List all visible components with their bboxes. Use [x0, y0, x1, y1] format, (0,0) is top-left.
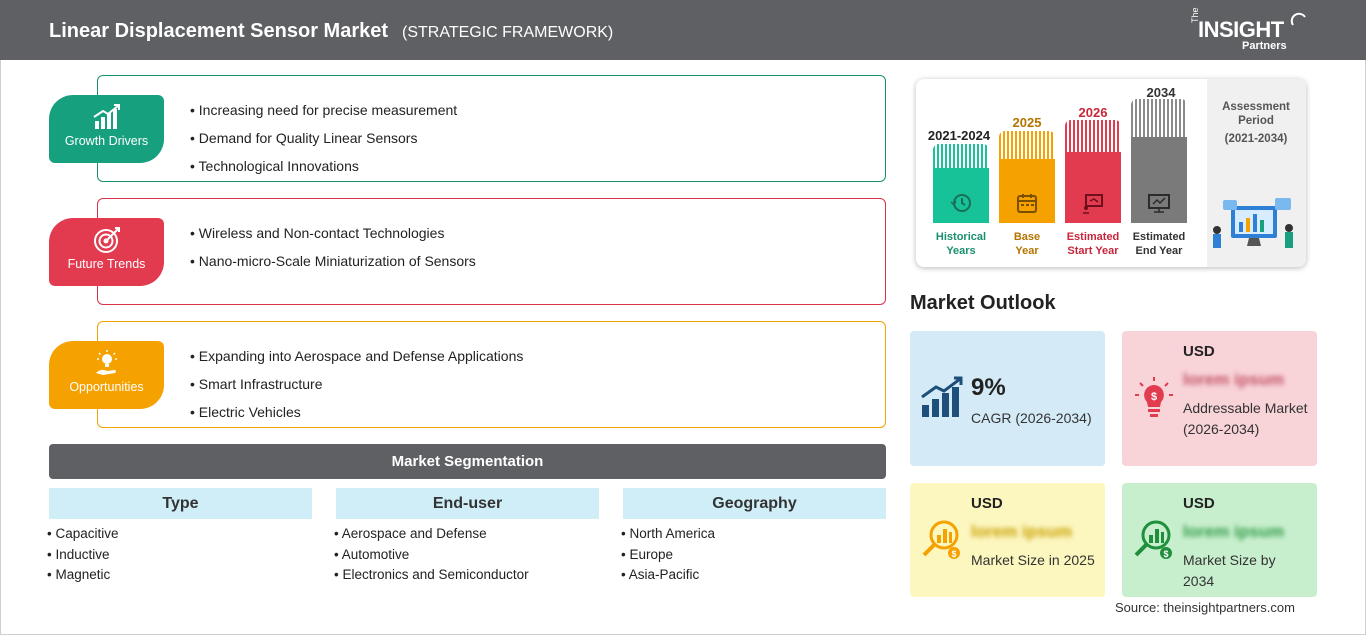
list-item: Increasing need for precise measurement [190, 96, 457, 124]
label-line: Start Year [1067, 245, 1119, 257]
market-segmentation-bar: Market Segmentation [49, 444, 886, 479]
page-subtitle: (STRATEGIC FRAMEWORK) [402, 24, 614, 41]
assessment-period: Assessment Period (2021-2034) [1210, 100, 1302, 146]
segment-head-type: Type [49, 488, 312, 519]
bar-base [999, 131, 1055, 223]
segment-head-geography: Geography [623, 488, 886, 519]
logo-arc-icon [1290, 12, 1306, 26]
list-item: Demand for Quality Linear Sensors [190, 124, 457, 152]
opportunities-label: Opportunities [69, 380, 144, 394]
size2025-value: lorem ipsum [971, 522, 1073, 541]
growth-bars-icon [921, 376, 963, 417]
market-size-2034-card: USD lorem ipsum $ Market Size by 2034 [1122, 483, 1317, 597]
addressable-usd: USD [1183, 343, 1215, 360]
segment-list-type: Capacitive Inductive Magnetic [47, 524, 119, 586]
opportunities-box: Expanding into Aerospace and Defense App… [97, 321, 886, 428]
growth-chart-icon [93, 104, 120, 129]
page-title: Linear Displacement Sensor Market [49, 20, 389, 42]
market-size-2025-card: USD lorem ipsum $ Market Size in 2025 [910, 483, 1105, 597]
list-item: Smart Infrastructure [190, 370, 523, 398]
growth-drivers-label: Growth Drivers [64, 134, 149, 148]
monitor-chart-icon [1148, 194, 1170, 213]
list-item: North America [621, 524, 715, 545]
opportunities-list: Expanding into Aerospace and Defense App… [190, 342, 524, 426]
list-item: Expanding into Aerospace and Defense App… [190, 342, 524, 370]
future-trends-box: Wireless and Non-contact Technologies Na… [97, 198, 886, 305]
market-outlook-title: Market Outlook [910, 292, 1056, 314]
magnifier-chart-icon: $ [922, 520, 960, 559]
future-trends-badge: Future Trends [49, 218, 164, 286]
list-item: Europe [621, 545, 715, 566]
segment-head-end-user: End-user [336, 488, 599, 519]
growth-drivers-box: Increasing need for precise measurement … [97, 75, 886, 182]
lightbulb-hand-icon [96, 350, 117, 375]
segment-list-geography: North America Europe Asia-Pacific [621, 524, 715, 586]
size2025-label: Market Size in 2025 [971, 552, 1095, 568]
list-item: Nano-micro-Scale Miniaturization of Sens… [190, 247, 476, 275]
cagr-value: 9% [971, 374, 1006, 401]
money-bulb-icon: $ [1135, 377, 1173, 417]
list-item: Technological Innovations [190, 152, 457, 180]
svg-text:$: $ [951, 549, 956, 559]
label-line: End Year [1135, 245, 1183, 257]
list-item: Capacitive [47, 524, 118, 545]
year-historical: 2021-2024 [927, 128, 991, 143]
target-icon [94, 227, 120, 253]
list-item: Inductive [47, 545, 119, 566]
list-item: Wireless and Non-contact Technologies [190, 219, 476, 247]
logo-brand: INSIGHT [1198, 17, 1284, 42]
list-item: Automotive [334, 545, 529, 566]
size2034-usd: USD [1183, 495, 1215, 512]
list-item: Electronics and Semiconductor [334, 565, 528, 586]
year-end: 2034 [1146, 85, 1176, 100]
future-trends-label: Future Trends [67, 257, 146, 271]
size2025-usd: USD [971, 495, 1003, 512]
analyst-illustration-icon [1213, 198, 1293, 248]
label-line: Estimated [1132, 231, 1186, 243]
addressable-market-card: USD lorem ipsum $ Addressable Market (20… [1122, 331, 1317, 466]
year-base: 2025 [1012, 115, 1042, 130]
label-line: Estimated [1066, 231, 1120, 243]
addressable-value: lorem ipsum [1183, 370, 1285, 389]
cagr-card: 9% CAGR (2026-2034) [910, 331, 1105, 466]
presentation-icon [1083, 194, 1103, 214]
insight-partners-logo[interactable]: The INSIGHT Partners [1190, 7, 1310, 55]
list-item: Electric Vehicles [190, 398, 523, 426]
header-bar: Linear Displacement Sensor Market (STRAT… [0, 0, 1366, 60]
source-note: Source: theinsightpartners.com [1115, 600, 1295, 615]
size2034-value: lorem ipsum [1183, 522, 1285, 541]
bar-start [1065, 120, 1121, 223]
growth-drivers-list: Increasing need for precise measurement … [190, 96, 458, 180]
logo-partners: Partners [1242, 40, 1287, 52]
list-item: Asia-Pacific [621, 565, 715, 586]
label-line: Base [1013, 231, 1041, 243]
list-item: Aerospace and Defense [334, 524, 529, 545]
label-line: Historical [935, 231, 987, 243]
bar-historical [933, 144, 989, 223]
list-item: Magnetic [47, 565, 119, 586]
label-line: Year [1015, 245, 1039, 257]
opportunities-badge: Opportunities [49, 341, 164, 409]
cagr-label: CAGR (2026-2034) [971, 410, 1092, 426]
growth-drivers-badge: Growth Drivers [49, 95, 164, 163]
svg-text:$: $ [1151, 391, 1157, 403]
magnifier-chart-green-icon: $ [1134, 520, 1172, 559]
addressable-label: Addressable Market (2026-2034) [1183, 400, 1308, 437]
size2034-label: Market Size by 2034 [1183, 552, 1276, 589]
history-icon [950, 194, 971, 212]
segment-list-end-user: Aerospace and Defense Automotive Electro… [334, 524, 529, 586]
assessment-years: (2021-2034) [1224, 133, 1288, 145]
label-line: Years [946, 245, 976, 257]
year-start: 2026 [1078, 105, 1108, 120]
assessment-label: Assessment Period [1222, 101, 1290, 127]
future-trends-list: Wireless and Non-contact Technologies Na… [190, 219, 476, 275]
bar-end [1131, 99, 1187, 223]
calendar-icon [1017, 194, 1037, 213]
svg-text:$: $ [1163, 549, 1168, 559]
